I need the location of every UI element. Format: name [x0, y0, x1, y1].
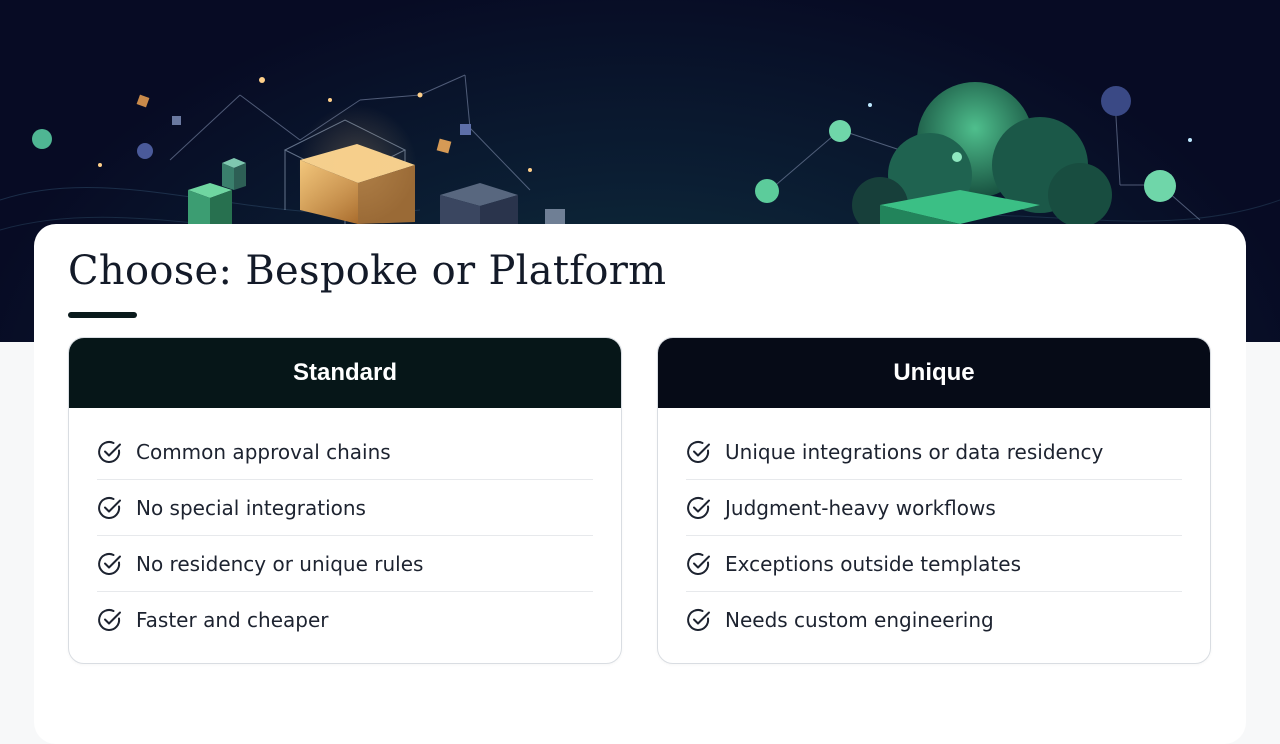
- page-title: Choose: Bespoke or Platform: [68, 248, 667, 294]
- standard-list: Common approval chains No special integr…: [69, 408, 621, 648]
- list-item-text: Faster and cheaper: [136, 608, 329, 632]
- unique-panel-heading: Unique: [658, 338, 1210, 408]
- title-underline: [68, 312, 137, 318]
- network-illustration: [0, 74, 1280, 239]
- list-item: No residency or unique rules: [97, 536, 593, 592]
- list-item: No special integrations: [97, 480, 593, 536]
- list-item-text: Common approval chains: [136, 439, 391, 464]
- unique-panel: Unique Unique integrations or data resid…: [657, 337, 1211, 664]
- check-circle-icon: [98, 609, 121, 631]
- standard-panel-heading: Standard: [69, 338, 621, 408]
- list-item-text: Exceptions outside templates: [725, 551, 1021, 576]
- list-item-text: No special integrations: [136, 495, 366, 520]
- list-item: Unique integrations or data residency: [686, 424, 1182, 480]
- list-item-text: Judgment-heavy workflows: [725, 495, 996, 520]
- list-item: Faster and cheaper: [97, 592, 593, 648]
- standard-panel: Standard Common approval chains No speci…: [68, 337, 622, 664]
- check-circle-icon: [687, 440, 710, 463]
- list-item-text: Unique integrations or data residency: [725, 439, 1104, 464]
- list-item: Common approval chains: [97, 424, 593, 480]
- list-item-text: Needs custom engineering: [725, 608, 994, 632]
- check-circle-icon: [98, 496, 121, 519]
- check-circle-icon: [687, 609, 710, 631]
- check-circle-icon: [687, 552, 710, 575]
- list-item: Exceptions outside templates: [686, 536, 1182, 592]
- check-circle-icon: [98, 552, 121, 575]
- list-item: Judgment-heavy workflows: [686, 480, 1182, 536]
- check-circle-icon: [687, 496, 710, 519]
- list-item-text: No residency or unique rules: [136, 551, 424, 576]
- check-circle-icon: [98, 440, 121, 463]
- list-item: Needs custom engineering: [686, 592, 1182, 648]
- unique-list: Unique integrations or data residency Ju…: [658, 408, 1210, 648]
